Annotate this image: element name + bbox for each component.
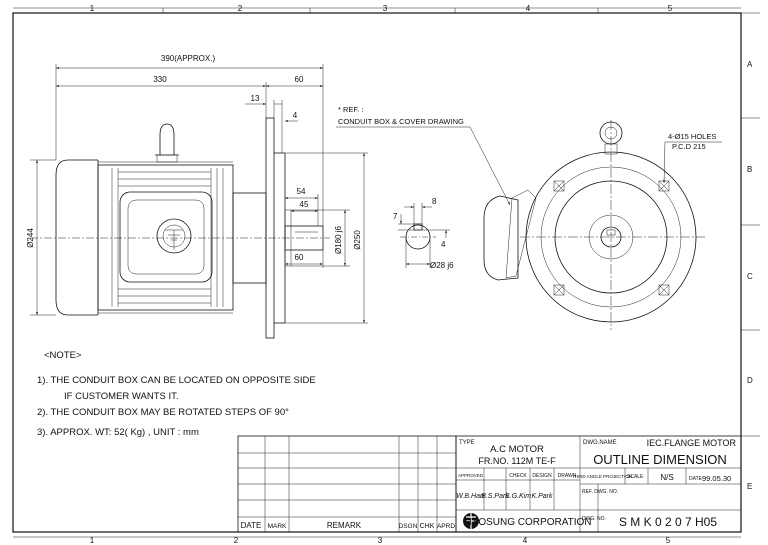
dim-spigot-diameter: Ø180 j6 bbox=[334, 225, 343, 254]
signature-check: B.S.Park bbox=[481, 493, 509, 500]
type-motor: A.C MOTOR bbox=[490, 444, 544, 455]
grid-col-1-top: 1 bbox=[90, 4, 95, 13]
side-view-dimensions: 390(APPROX.) 330 60 13 4 54 45 60 Ø244 bbox=[26, 54, 368, 324]
rev-col-aprd: APRD bbox=[437, 523, 455, 530]
hyosung-logo-icon bbox=[463, 513, 479, 529]
grid-col-5-top: 5 bbox=[668, 4, 673, 13]
company-name: HYOSUNG CORPORATION bbox=[464, 517, 591, 528]
ref-drawing: CONDUIT BOX & COVER DRAWING bbox=[338, 117, 464, 126]
rev-col-mark: MARK bbox=[268, 523, 287, 530]
grid-row-a: A bbox=[747, 60, 753, 69]
type-label: TYPE bbox=[459, 440, 475, 446]
grid-col-3-top: 3 bbox=[383, 4, 388, 13]
grid-col-4-bottom: 4 bbox=[523, 536, 528, 545]
design-label: DESIGN bbox=[532, 473, 552, 479]
drawing-number: S M K 0 2 0 7 H05 bbox=[619, 515, 717, 529]
motor-front-view: 4-Ø15 HOLES P.C.D 215 bbox=[483, 120, 722, 330]
rev-col-remark: REMARK bbox=[327, 521, 362, 530]
dim-body-length: 330 bbox=[153, 75, 167, 84]
grid-labels: 1 2 3 4 5 1 2 3 4 5 A B C D E bbox=[90, 4, 760, 545]
signature-drawn: K.Park bbox=[531, 493, 553, 500]
ref-label: * REF. : bbox=[338, 105, 363, 114]
grid-row-b: B bbox=[747, 165, 752, 174]
date-label: DATE bbox=[689, 476, 703, 482]
dim-pcd: P.C.D 215 bbox=[672, 142, 706, 151]
shaft-section-detail: 8 7 4 Ø28 j6 bbox=[393, 197, 454, 270]
drawn-label: DRAWN bbox=[558, 473, 577, 479]
dim-flange-diameter: Ø250 bbox=[353, 230, 362, 250]
scale-label: SCALE bbox=[627, 474, 644, 480]
dim-key-length: 54 bbox=[297, 187, 306, 196]
check-label: CHECK bbox=[509, 473, 527, 479]
projection-note: THIRD ANGLE PROJECTION bbox=[572, 474, 632, 479]
grid-col-2-bottom: 2 bbox=[234, 536, 239, 545]
signature-approved: W.B.Han bbox=[456, 493, 484, 500]
notes-header: <NOTE> bbox=[44, 350, 82, 361]
type-frame-number: FR.NO. 112M TE-F bbox=[478, 456, 556, 466]
dim-spigot-depth: 4 bbox=[293, 111, 298, 120]
dwg-no-label: DWG. NO. bbox=[582, 516, 606, 522]
drawing-title: OUTLINE DIMENSION bbox=[593, 452, 727, 467]
grid-col-4-top: 4 bbox=[526, 4, 531, 13]
rev-col-dsgn: DSGN bbox=[399, 523, 418, 530]
dim-key-height: 7 bbox=[393, 212, 398, 221]
dim-shaft-diameter: Ø28 j6 bbox=[430, 261, 454, 270]
reference-note: * REF. : CONDUIT BOX & COVER DRAWING bbox=[336, 105, 511, 206]
grid-col-2-top: 2 bbox=[238, 4, 243, 13]
grid-row-e: E bbox=[747, 482, 752, 491]
cooling-fins bbox=[111, 168, 224, 307]
ref-dwg-label: REF. DWG. NO. bbox=[582, 489, 618, 495]
dim-key-slot: 45 bbox=[300, 200, 309, 209]
dim-shaft-length-top: 60 bbox=[295, 75, 304, 84]
note-3: 3). APPROX. WT: 52( Kg) , UNIT : mm bbox=[37, 427, 199, 438]
dim-flange-thickness: 13 bbox=[251, 94, 260, 103]
title-block: TYPE A.C MOTOR FR.NO. 112M TE-F APPROVED… bbox=[455, 435, 742, 533]
dim-body-diameter: Ø244 bbox=[26, 228, 35, 248]
grid-col-1-bottom: 1 bbox=[90, 536, 95, 545]
dim-key-depth: 4 bbox=[441, 240, 446, 249]
grid-row-d: D bbox=[747, 376, 753, 385]
dim-flange-holes: 4-Ø15 HOLES bbox=[668, 132, 716, 141]
dim-key-width: 8 bbox=[432, 197, 437, 206]
note-2: 2). THE CONDUIT BOX MAY BE ROTATED STEPS… bbox=[37, 407, 289, 418]
note-1-continued: IF CUSTOMER WANTS IT. bbox=[64, 391, 179, 402]
grid-col-5-bottom: 5 bbox=[666, 536, 671, 545]
approved-label: APPROVED bbox=[458, 473, 484, 478]
dim-overall-length: 390(APPROX.) bbox=[161, 54, 216, 63]
revision-table: DATE MARK REMARK DSGN CHK APRD bbox=[237, 435, 457, 533]
dwg-name: IEC.FLANGE MOTOR bbox=[647, 438, 737, 448]
motor-side-view bbox=[30, 117, 330, 339]
date-value: 99.05.30 bbox=[702, 474, 731, 483]
dim-shaft-length: 60 bbox=[295, 253, 304, 262]
grid-col-3-bottom: 3 bbox=[378, 536, 383, 545]
rev-col-date: DATE bbox=[241, 521, 262, 530]
rev-col-chk: CHK bbox=[420, 523, 435, 530]
grid-row-c: C bbox=[747, 272, 753, 281]
signature-design: S.G.Kim bbox=[505, 493, 531, 500]
note-1: 1). THE CONDUIT BOX CAN BE LOCATED ON OP… bbox=[37, 375, 316, 386]
dwg-name-label: DWG.NAME bbox=[583, 440, 617, 446]
scale-value: N/S bbox=[660, 473, 673, 482]
